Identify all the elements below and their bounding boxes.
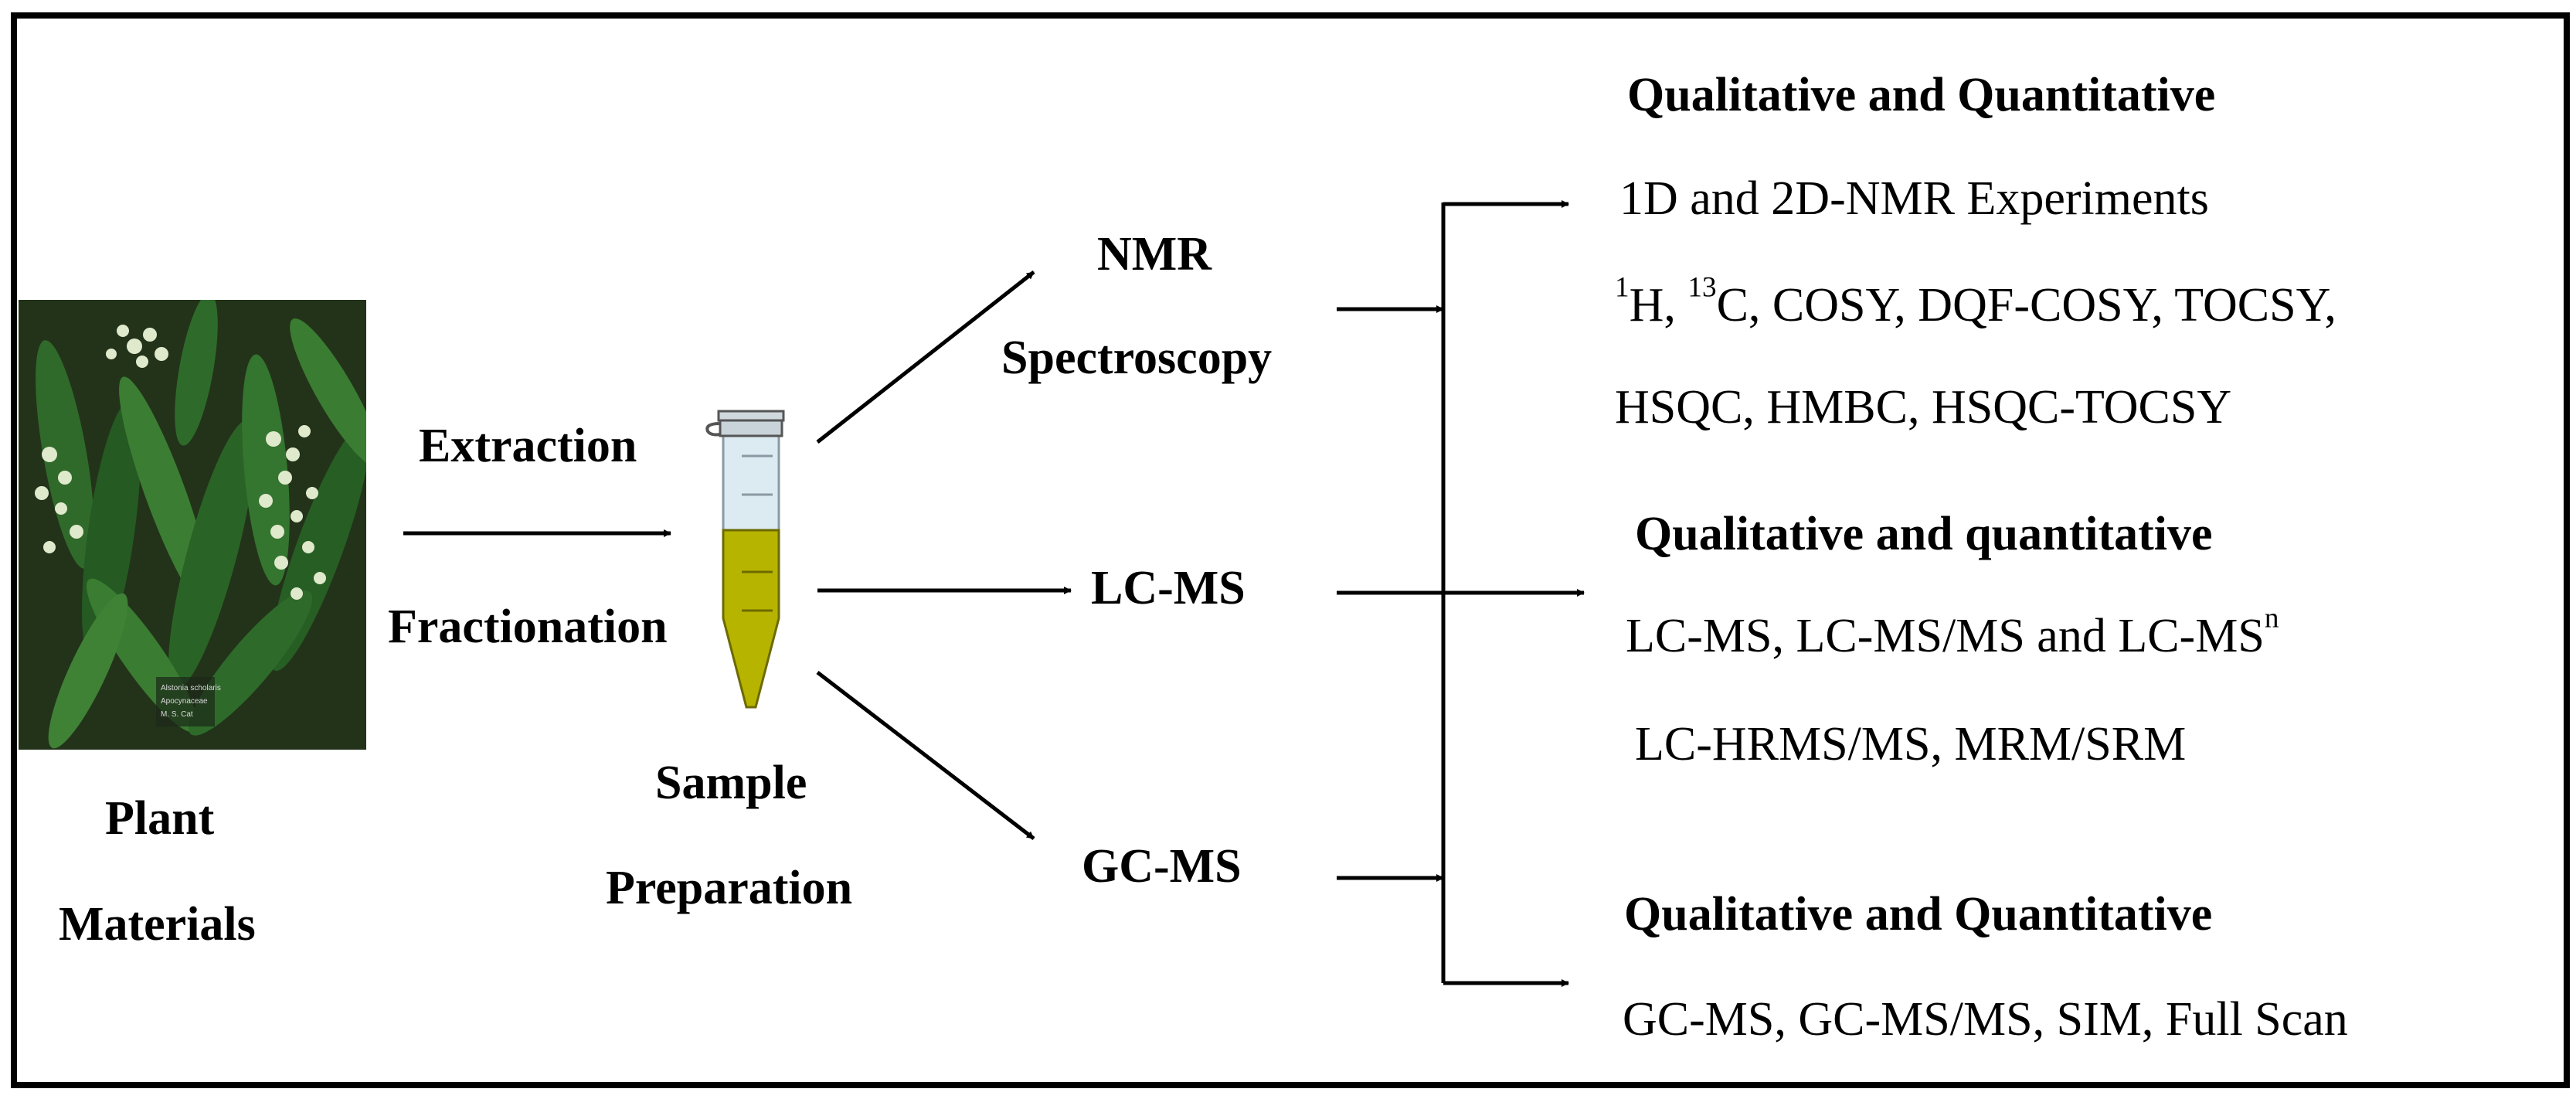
lcms-label: LC-MS xyxy=(1091,562,1246,614)
gcms-output-line1: GC-MS, GC-MS/MS, SIM, Full Scan xyxy=(1623,993,2348,1046)
lcms-output-heading: Qualitative and quantitative xyxy=(1635,508,2213,560)
nmr-output-line3: HSQC, HMBC, HSQC-TOCSY xyxy=(1615,381,2232,434)
image-tag-line3: M. S. Cat xyxy=(161,710,193,719)
gcms-label: GC-MS xyxy=(1082,840,1242,893)
lcms-output-line1: LC-MS, LC-MS/MS and LC-MSn xyxy=(1626,604,2279,662)
lcms-output-line2: LC-HRMS/MS, MRM/SRM xyxy=(1635,718,2187,771)
fractionation-label: Fractionation xyxy=(388,601,668,653)
plant-materials-label-line2: Materials xyxy=(59,898,256,951)
image-tag-line1: Alstonia scholaris xyxy=(161,684,221,692)
arrow-tube-to-nmr xyxy=(816,270,1035,444)
image-tag-line2: Apocynaceae xyxy=(161,697,208,706)
figure-frame xyxy=(11,12,2570,1088)
nmr-output-heading: Qualitative and Quantitative xyxy=(1627,69,2216,121)
nmr-line2-part-b: C, COSY, DQF-COSY, TOCSY, xyxy=(1716,279,2336,332)
gcms-output-heading: Qualitative and Quantitative xyxy=(1624,888,2213,941)
sample-tube xyxy=(705,410,785,709)
nmr-label-line2: Spectroscopy xyxy=(1001,332,1273,384)
nmr-output-line1: 1D and 2D-NMR Experiments xyxy=(1619,172,2209,225)
flower-clusters xyxy=(35,325,326,600)
lcms-line1-main: LC-MS, LC-MS/MS and LC-MS xyxy=(1626,610,2265,662)
nmr-line2-part-a: H, xyxy=(1629,279,1688,332)
superscript-n: n xyxy=(2264,602,2279,635)
plant-photo: Alstonia scholaris Apocynaceae M. S. Cat xyxy=(19,300,366,750)
nmr-output-line2: 1H, 13C, COSY, DQF-COSY, TOCSY, xyxy=(1615,273,2336,332)
superscript-13: 13 xyxy=(1687,271,1717,304)
sample-preparation-label-line2: Preparation xyxy=(606,862,853,914)
nmr-label-line1: NMR xyxy=(1097,228,1212,281)
plant-materials-label-line1: Plant xyxy=(105,792,215,845)
arrow-tube-to-gcms xyxy=(816,671,1035,840)
sample-preparation-label-line1: Sample xyxy=(655,757,807,809)
superscript-1: 1 xyxy=(1615,271,1630,304)
extraction-label: Extraction xyxy=(419,420,637,472)
